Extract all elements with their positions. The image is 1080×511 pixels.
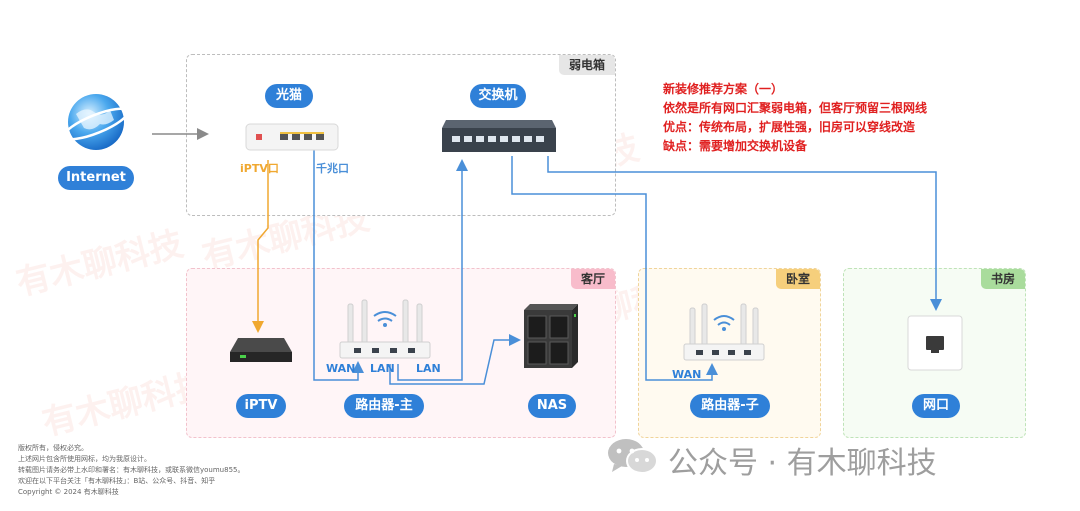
zone-study-tag: 书房 (980, 269, 1025, 289)
brand-label: 公众号 · 有木聊科技 (668, 446, 937, 481)
modem-gigabit-port-label: 千兆口 (316, 162, 349, 175)
copyright-line: 版权所有，侵权必究。 (18, 444, 88, 452)
line-switch-sub-router (511, 156, 718, 381)
main-router-lan-label: LAN (416, 362, 441, 375)
main-router-wan-label: WAN (326, 362, 356, 375)
copyright-line: 上述网片包含所使用网标，均为我原设计。 (18, 455, 151, 463)
switch-icon (442, 120, 556, 152)
note-line: 优点：传统布局，扩展性强，旧房可以穿线改造 (663, 120, 916, 134)
line-switch-wall-port (547, 156, 942, 311)
sub-router-wan-label: WAN (672, 368, 702, 381)
sub-router-label: 路由器-子 (690, 394, 770, 418)
copyright-line: Copyright © 2024 有木聊科技 (18, 488, 119, 496)
main-router-icon (339, 299, 431, 359)
nas-label: NAS (528, 394, 576, 418)
modem-icon (245, 123, 339, 151)
line-main-lan-nas (389, 334, 521, 385)
wechat-icon (608, 439, 658, 474)
copyright-line: 转载图片请务必带上水印和署名：有木聊科技，或联系微信youmu855。 (18, 466, 245, 474)
zone-living-room-tag: 客厅 (570, 269, 615, 289)
main-router-label: 路由器-主 (344, 394, 424, 418)
zone-weak-box-tag: 弱电箱 (558, 55, 615, 75)
modem-label: 光猫 (265, 84, 313, 108)
note-line: 新装修推荐方案（一） (663, 82, 784, 96)
note-line: 缺点：需要增加交换机设备 (663, 139, 808, 153)
globe-icon (63, 94, 129, 150)
zone-bedroom-tag: 卧室 (775, 269, 820, 289)
line-modem-main-wan (313, 150, 364, 381)
note-line: 依然是所有网口汇聚弱电箱，但客厅预留三根网线 (663, 101, 928, 115)
iptv-box-icon (230, 338, 292, 362)
line-main-lan-switch (397, 159, 468, 381)
sub-router-icon (683, 303, 765, 361)
nas-icon (524, 304, 578, 368)
copyright-line: 欢迎在以下平台关注「有木聊科技」：B站、公众号、抖音、知乎 (18, 477, 216, 485)
internet-label: Internet (58, 166, 134, 190)
wall-port-icon (907, 315, 963, 371)
iptv-label: iPTV (236, 394, 286, 418)
wall-port-label: 网口 (912, 394, 960, 418)
main-router-lan-label: LAN (370, 362, 395, 375)
switch-label: 交换机 (470, 84, 526, 108)
modem-iptv-port-label: iPTV口 (240, 162, 279, 175)
line-modem-iptv (252, 160, 269, 333)
